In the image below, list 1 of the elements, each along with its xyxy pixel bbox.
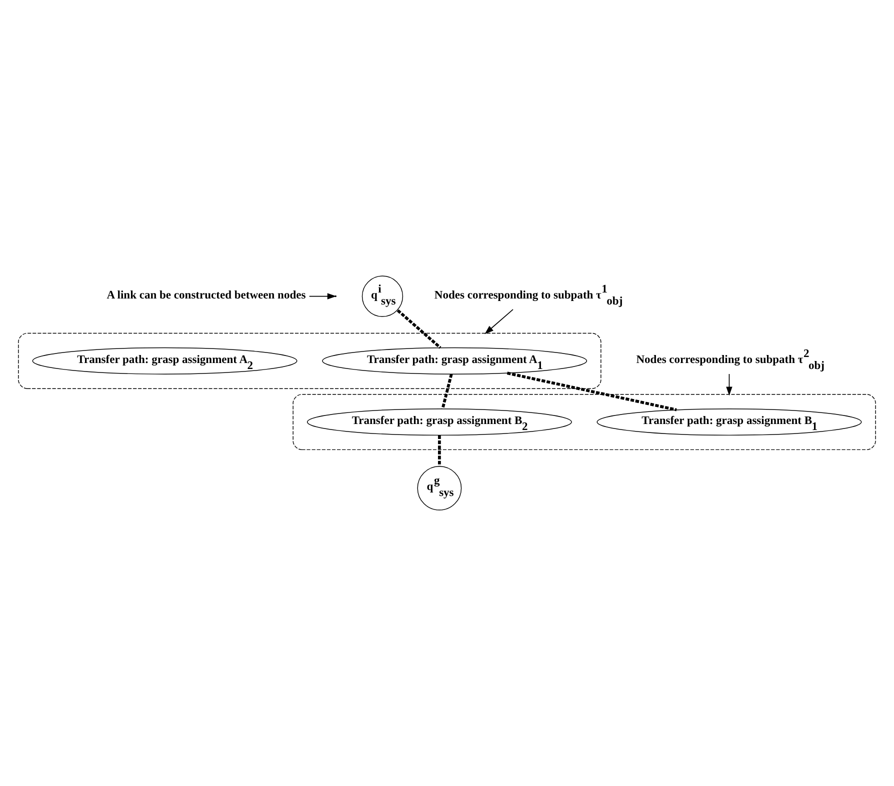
node-text: A link can be constructed between nodes <box>106 289 306 302</box>
